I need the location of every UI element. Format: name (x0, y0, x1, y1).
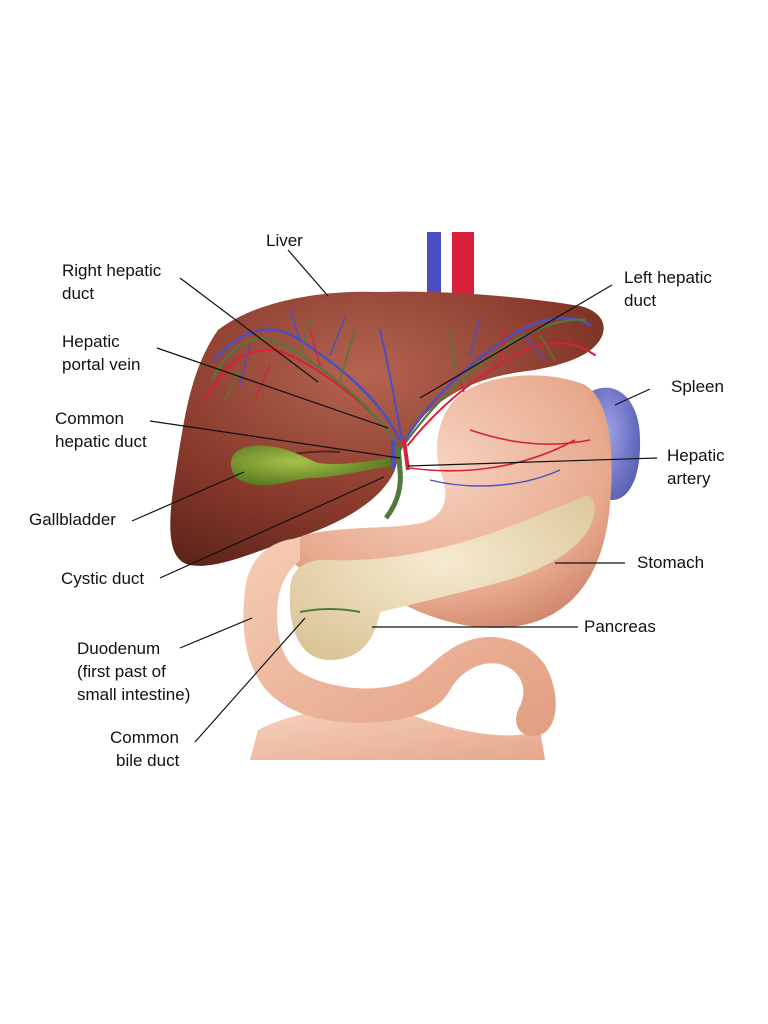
label-liver: Liver (266, 231, 303, 250)
great-vessels (427, 232, 474, 302)
label-spleen: Spleen (671, 377, 724, 396)
labels: Liver Right hepatic duct Left hepatic du… (29, 231, 729, 770)
label-pancreas: Pancreas (584, 617, 656, 636)
label-duodenum: Duodenum (first past of small intestine) (77, 639, 190, 704)
label-common-bile-duct: Common bile duct (110, 728, 184, 770)
gallbladder-shape (230, 445, 392, 486)
anatomy-illustration (170, 232, 641, 760)
duodenum-shape (243, 538, 556, 736)
bile-duct-trunk (383, 444, 403, 520)
pancreas-shape (289, 495, 595, 660)
small-intestine (250, 708, 545, 760)
label-hepatic-artery: Hepatic artery (667, 446, 729, 488)
label-common-hepatic-duct: Common hepatic duct (55, 409, 147, 451)
label-right-hepatic-duct: Right hepatic duct (62, 261, 166, 303)
label-hepatic-portal-vein: Hepatic portal vein (62, 332, 140, 374)
label-left-hepatic-duct: Left hepatic duct (624, 268, 717, 310)
hepatic-vessels (204, 309, 596, 446)
label-cystic-duct: Cystic duct (61, 569, 144, 588)
leader-lines (131, 249, 658, 743)
label-stomach: Stomach (637, 553, 704, 572)
label-gallbladder: Gallbladder (29, 510, 116, 529)
